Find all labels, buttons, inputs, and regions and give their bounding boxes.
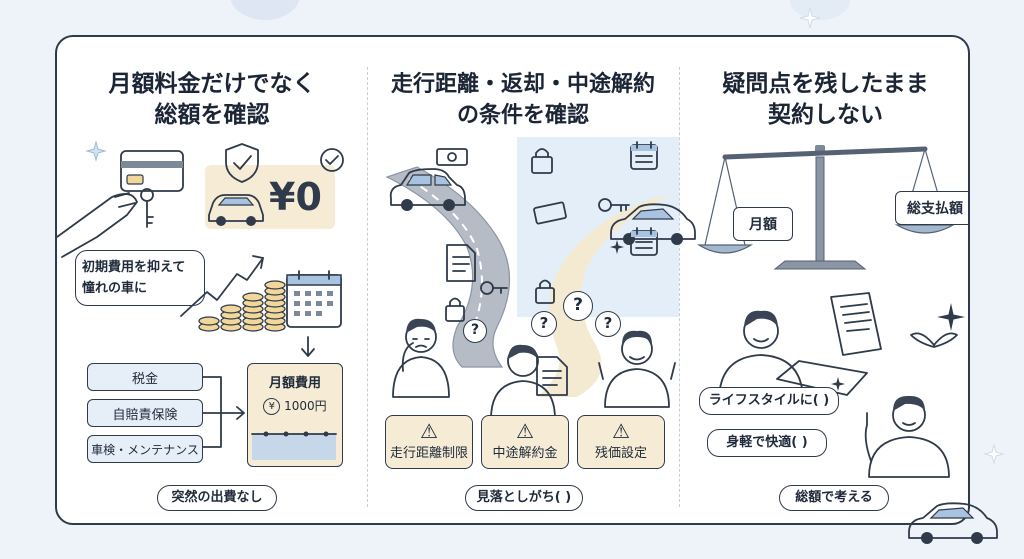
hand-illustration <box>57 192 138 258</box>
panel-total-cost: 月額料金だけでなく 総額を確認 ¥0 <box>57 37 367 523</box>
background-sparkle-icon <box>983 443 1005 465</box>
car-key-icon <box>598 198 630 212</box>
monthly-cost-title: 月額費用 <box>268 376 321 391</box>
pointing-person <box>864 395 950 478</box>
panel-contract-conditions: 走行距離・返却・中途解約 の条件を確認 <box>367 37 696 523</box>
panel1-footer: 突然の出費なし <box>157 485 277 511</box>
car-icon <box>908 502 998 544</box>
calendar-icon <box>286 270 342 328</box>
sparkle-icon <box>85 140 107 162</box>
wings-icon <box>910 332 958 348</box>
infographic-card: 月額料金だけでなく 総額を確認 ¥0 <box>55 35 970 525</box>
classic-car-icon <box>389 168 466 211</box>
worried-person <box>392 318 450 398</box>
column-divider <box>367 67 368 507</box>
flat-monthly-chart <box>251 431 337 460</box>
panel2-title: 走行距離・返却・中途解約 の条件を確認 <box>390 72 655 128</box>
monthly-cost-amount: ¥ 1000円 <box>248 397 342 415</box>
scale-left-monthly: 月額 <box>733 207 793 241</box>
comfort-bubble: 身軽で快適( ) <box>707 429 827 457</box>
coin-stack-icon <box>198 280 286 332</box>
bracket-arrow <box>202 376 245 448</box>
question-bubble: ? <box>531 311 557 337</box>
warning-icon: ⚠ <box>420 419 438 443</box>
initial-cost-bubble: 初期費用を抑えて 憧れの車に <box>75 250 205 306</box>
warning-icon: ⚠ <box>612 419 630 443</box>
question-bubble: ? <box>463 319 487 343</box>
background-glow-right <box>790 0 850 20</box>
calendar-icon <box>630 227 658 256</box>
lock-icon <box>445 297 465 322</box>
document-icon <box>830 292 882 356</box>
sparkle-icon <box>937 303 965 331</box>
warning-residual-value: ⚠ 残価設定 <box>577 415 665 469</box>
lock-icon <box>535 279 555 304</box>
cost-item-insurance: 自賠責保険 <box>87 399 203 427</box>
question-person <box>490 344 556 420</box>
lock-icon <box>531 148 553 174</box>
sparkle-icon <box>610 240 624 254</box>
background-glow-left <box>230 0 300 20</box>
background-sparkle-icon <box>799 7 821 29</box>
yen-coin-icon: ¥ <box>263 398 281 415</box>
money-icon <box>533 201 567 225</box>
panel3-footer: 総額で考える <box>779 485 889 511</box>
winding-road-light <box>537 197 667 397</box>
cost-item-maintenance: 車検・メンテナンス <box>87 435 203 463</box>
money-icon <box>436 148 468 166</box>
document-icon <box>446 244 476 282</box>
balance-scale-icon <box>696 145 956 270</box>
car-icon <box>208 194 264 226</box>
document-icon <box>536 356 568 396</box>
panel-no-doubts: 疑問点を残したまま 契約しない 月額 総支払額 <box>679 37 968 523</box>
lifestyle-bubble: ライフスタイルに( ) <box>699 387 839 415</box>
zero-initial-box <box>205 165 335 229</box>
car-key-icon <box>140 188 154 228</box>
warning-icon: ⚠ <box>516 419 534 443</box>
panel2-footer: 見落としがち( ) <box>465 485 583 511</box>
warning-mileage-limit: ⚠ 走行距離制限 <box>385 415 473 469</box>
warning-early-termination: ⚠ 中途解約金 <box>481 415 569 469</box>
column-divider <box>679 67 680 507</box>
sparkle-icon <box>831 377 845 391</box>
panel3-title: 疑問点を残したまま 契約しない <box>722 71 929 128</box>
car-key-icon <box>480 281 508 295</box>
question-bubble: ? <box>595 311 621 337</box>
shield-check-icon <box>225 143 259 183</box>
scale-right-total: 総支払額 <box>895 191 968 225</box>
zero-price-label: ¥0 <box>269 175 322 219</box>
question-bubble: ? <box>563 291 593 321</box>
cost-item-tax: 税金 <box>87 363 203 391</box>
winding-road <box>385 166 511 368</box>
smiling-person <box>598 330 676 408</box>
growth-arrow-icon <box>180 255 264 317</box>
panel1-title: 月額料金だけでなく 総額を確認 <box>108 71 316 128</box>
checkmark-icon <box>320 148 344 172</box>
calendar-icon <box>630 141 658 170</box>
arrow-down-icon <box>301 336 315 357</box>
person-signing <box>718 310 868 402</box>
monthly-cost-box: 月額費用 ¥ 1000円 <box>247 363 343 467</box>
